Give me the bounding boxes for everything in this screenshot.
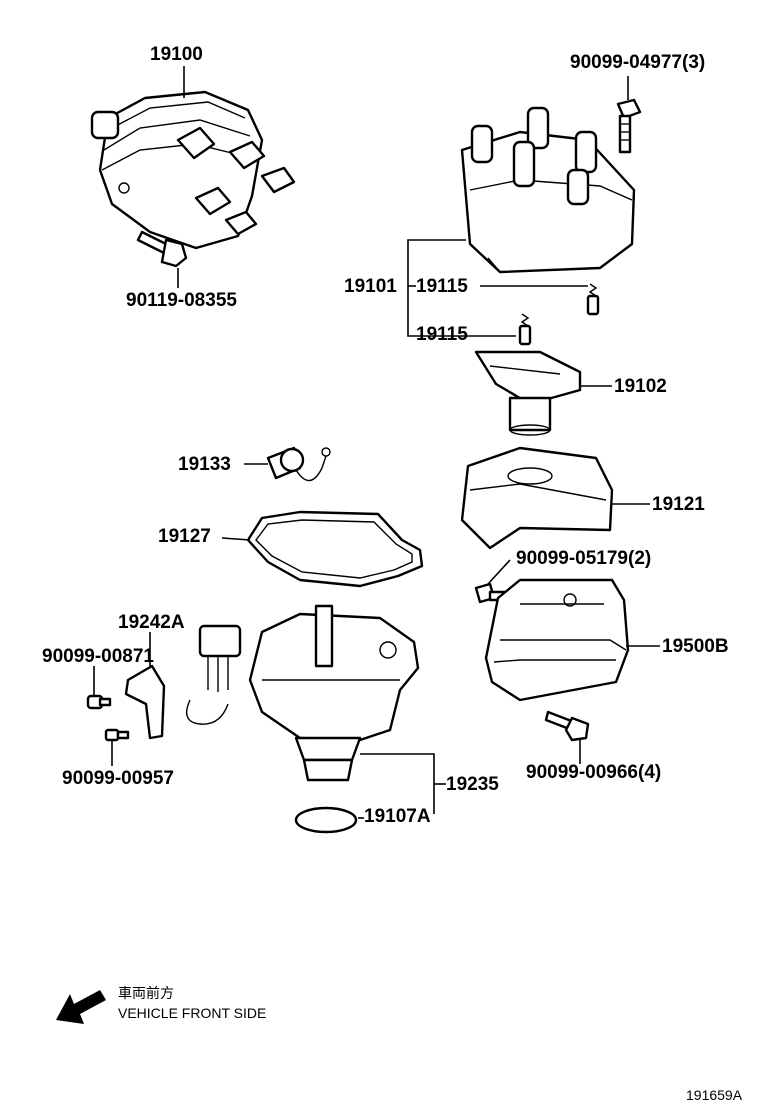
o-ring-illustration — [294, 806, 358, 834]
screw-90099-00966-illustration — [544, 710, 590, 742]
label-19115-upper: 19115 — [416, 276, 468, 297]
label-19500B: 19500B — [662, 636, 729, 657]
front-arrow-icon — [56, 990, 106, 1024]
screw-90099-04977-illustration — [616, 98, 642, 154]
housing-illustration — [484, 578, 630, 702]
clamp-illustration — [124, 664, 166, 740]
bolt-90119-08355-illustration — [136, 230, 188, 268]
gasket-illustration — [246, 510, 424, 588]
screw-90099-00871-illustration — [86, 694, 112, 710]
label-19101: 19101 — [344, 276, 397, 297]
label-90119-08355: 90119-08355 — [126, 290, 237, 311]
dust-cover-illustration — [460, 446, 614, 550]
figure-id: 191659A — [686, 1087, 743, 1103]
label-19100: 19100 — [150, 44, 203, 65]
label-19133: 19133 — [178, 454, 231, 475]
direction-label-jp: 車両前方 — [118, 985, 174, 1001]
condenser-illustration — [266, 446, 331, 482]
label-19102: 19102 — [614, 376, 667, 397]
direction-label-en: VEHICLE FRONT SIDE — [118, 1005, 266, 1021]
label-90099-04977: 90099-04977(3) — [570, 52, 705, 73]
label-90099-00871: 90099-00871 — [42, 646, 154, 667]
screw-90099-00957-illustration — [104, 728, 130, 742]
distributor-assembly-illustration — [90, 90, 296, 250]
leader-90099-05179 — [487, 559, 511, 585]
label-19242A: 19242A — [118, 612, 185, 633]
label-19235: 19235 — [446, 774, 499, 795]
label-90099-00957: 90099-00957 — [62, 768, 174, 789]
label-19127: 19127 — [158, 526, 211, 547]
label-90099-05179: 90099-05179(2) — [516, 548, 651, 569]
label-19121: 19121 — [652, 494, 705, 515]
label-90099-00966: 90099-00966(4) — [526, 762, 661, 783]
leader-bracket-19101 — [407, 239, 516, 337]
distributor-cap-illustration — [460, 106, 636, 274]
distributor-body-illustration — [186, 604, 420, 782]
rotor-illustration — [474, 350, 582, 436]
screw-90099-05179-illustration — [474, 582, 508, 604]
leader-19127 — [221, 537, 251, 541]
label-19115-lower: 19115 — [416, 324, 468, 345]
center-carbon-illustration — [518, 283, 600, 346]
leader-bracket-19235 — [360, 753, 435, 814]
label-19107A: 19107A — [364, 806, 431, 827]
